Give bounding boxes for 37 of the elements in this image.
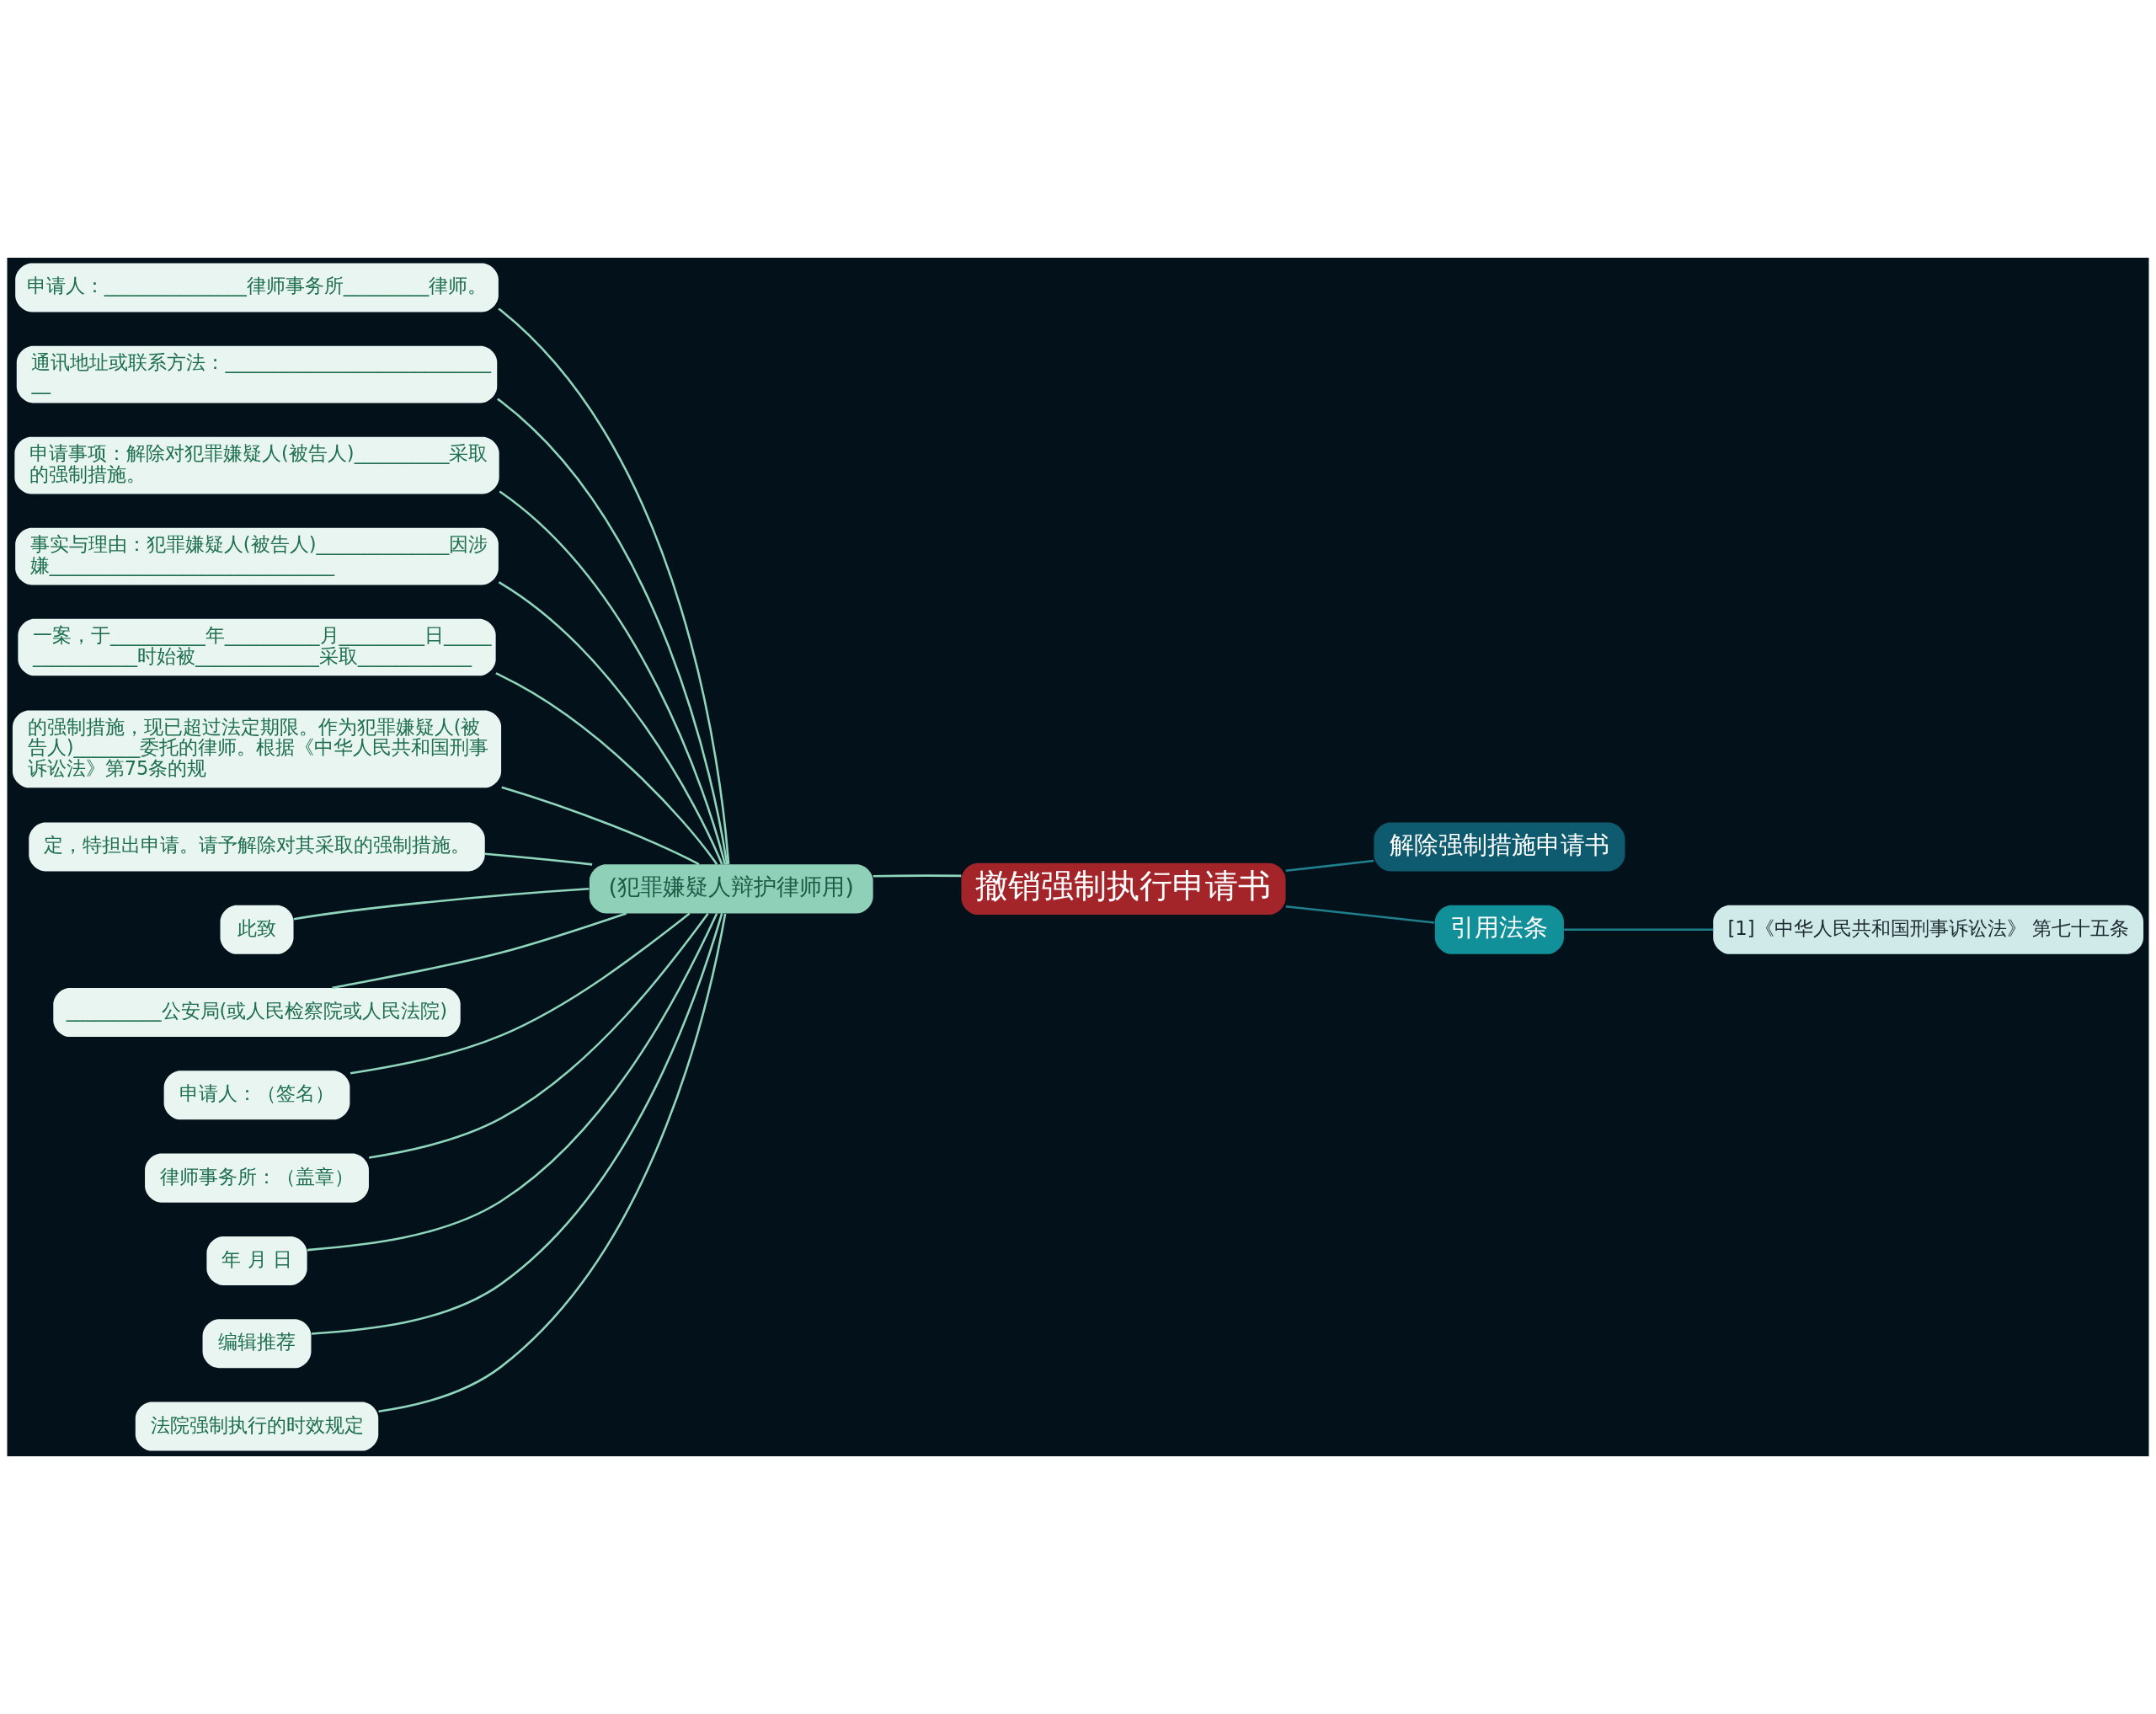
connector [1285, 905, 1435, 924]
node-box: 申请事项：解除对犯罪嫌疑人(被告人)__________采取的强制措施。 [14, 436, 499, 494]
connector [369, 913, 709, 1159]
connector [497, 398, 728, 865]
node-box: 引用法条 [1434, 905, 1564, 954]
node-box: 事实与理由：犯罪嫌疑人(被告人)______________因涉嫌______________________________ [15, 527, 499, 585]
connector [1564, 928, 1714, 931]
node-box: 年 月 日 [206, 1236, 307, 1285]
connector [350, 912, 691, 1075]
node-box: 编辑推荐 [202, 1319, 312, 1369]
connector [1285, 859, 1374, 873]
connector [498, 307, 730, 864]
connector [378, 913, 727, 1412]
node-box: 申请人：_______________律师事务所_________律师。 [15, 263, 499, 312]
connector [501, 786, 700, 866]
node-box: 的强制措施，现已超过法定期限。作为犯罪嫌疑人(被告人)_______委托的律师。根据《中华人民共和国刑事诉讼法》第75条的规 [12, 710, 502, 788]
connector [307, 912, 718, 1252]
node-box: (犯罪嫌疑人辩护律师用) [589, 864, 873, 914]
connector [484, 852, 593, 866]
connector [498, 581, 723, 865]
connector [495, 672, 718, 865]
node-box: 解除强制措施申请书 [1374, 822, 1625, 872]
connector [332, 912, 627, 990]
node-box: 律师事务所：（盖章） [145, 1153, 369, 1203]
node-box: 一案，于__________年__________月_________日________________时始被_____________采取____________ [18, 618, 496, 676]
connector [873, 874, 962, 878]
connector [293, 888, 590, 921]
node-box: 定，特担出申请。请予解除对其采取的强制措施。 [29, 822, 485, 872]
node-box: [1]《中华人民共和国刑事诉讼法》 第七十五条 [1713, 905, 2144, 954]
connector [311, 913, 723, 1335]
node-box: 撤销强制执行申请书 [961, 862, 1286, 915]
node-box: __________公安局(或人民检察院或人民法院) [53, 988, 461, 1038]
node-box: 申请人：（签名） [163, 1071, 350, 1120]
node-box: 此致 [220, 905, 294, 954]
node-box: 通讯地址或联系方法：______________________________ [16, 345, 498, 403]
connector [499, 490, 727, 865]
node-box: 法院强制执行的时效规定 [135, 1402, 379, 1451]
